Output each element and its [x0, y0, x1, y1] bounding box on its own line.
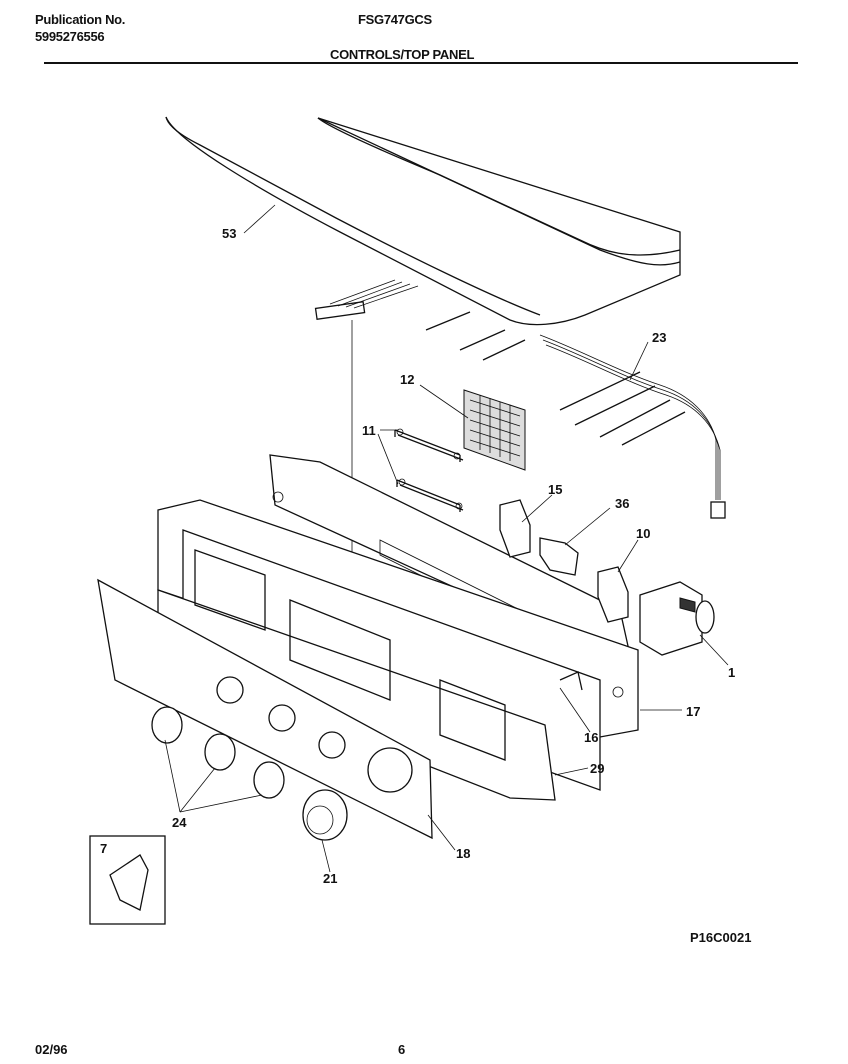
- callout-10: 10: [636, 526, 650, 541]
- part-7-inset: [89, 835, 166, 925]
- top-panel: [165, 116, 681, 326]
- timer: [639, 581, 715, 656]
- header-rule: [44, 62, 798, 64]
- figure-code: P16C0021: [690, 930, 751, 945]
- callout-16: 16: [584, 730, 598, 745]
- callout-11: 11: [362, 423, 376, 438]
- callout-53: 53: [222, 226, 236, 241]
- callout-1: 1: [728, 665, 735, 680]
- callout-21: 21: [323, 871, 337, 886]
- knobs: [151, 706, 348, 841]
- console: [157, 499, 639, 801]
- callout-29: 29: [590, 761, 604, 776]
- callout-12: 12: [400, 372, 414, 387]
- publication-label: Publication No.: [35, 12, 126, 27]
- page-number: 6: [398, 1042, 406, 1057]
- callout-7: 7: [100, 841, 107, 856]
- model-number: FSG747GCS: [358, 12, 432, 27]
- section-title: CONTROLS/TOP PANEL: [330, 47, 475, 62]
- switches: [499, 499, 629, 623]
- callout-15: 15: [548, 482, 562, 497]
- footer-date: 02/96: [35, 1042, 68, 1057]
- publication-number: 5995276556: [35, 29, 105, 44]
- front-overlay: [97, 578, 433, 840]
- circuit-board: [463, 389, 526, 471]
- brackets: [394, 428, 464, 512]
- callout-17: 17: [686, 704, 700, 719]
- callout-24: 24: [172, 815, 187, 830]
- leader-lines: [164, 204, 729, 873]
- callout-23: 23: [652, 330, 666, 345]
- callout-36: 36: [615, 496, 629, 511]
- callout-18: 18: [456, 846, 470, 861]
- wire-harness: [425, 311, 726, 519]
